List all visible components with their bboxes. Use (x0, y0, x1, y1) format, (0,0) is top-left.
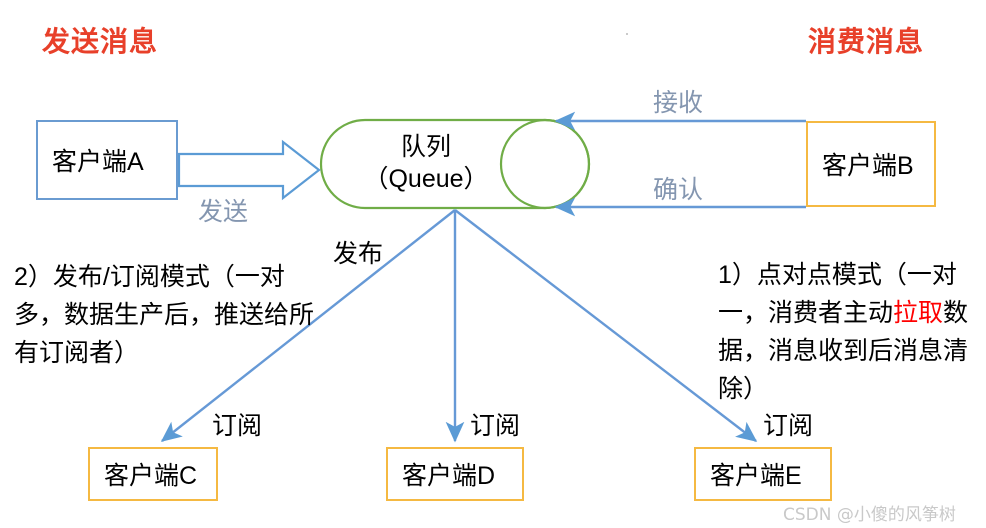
node-client-d-label: 客户端D (402, 462, 496, 490)
edge-label-subscribe-e: 订阅 (763, 412, 814, 440)
node-client-e[interactable]: 客户端E (694, 447, 832, 501)
queue-label: 队列 （Queue） (341, 131, 511, 195)
edge-label-subscribe-d: 订阅 (470, 412, 521, 440)
note-point-to-point-highlight: 拉取 (893, 299, 944, 327)
edge-label-publish: 发布 (333, 240, 384, 268)
note-point-to-point-prefix: 1）点对点模式（一对一，消费者主动 (718, 261, 957, 327)
queue-head-circle (499, 118, 591, 210)
node-client-b-label: 客户端B (822, 152, 914, 180)
node-client-e-label: 客户端E (710, 462, 802, 490)
queue-label-line1: 队列 (400, 133, 451, 161)
page-title-right: 消费消息 (808, 27, 925, 58)
queue-label-line2: （Queue） (363, 165, 489, 193)
note-point-to-point-suffix: 数据，消息收到后消息清除） (718, 299, 969, 403)
node-client-c-label: 客户端C (104, 462, 198, 490)
node-client-d[interactable]: 客户端D (386, 447, 524, 501)
node-client-c[interactable]: 客户端C (88, 447, 218, 501)
watermark: CSDN @小傻的风筝树 (783, 505, 956, 525)
note-pub-sub: 2）发布/订阅模式（一对多，数据生产后，推送给所有订阅者） (14, 263, 315, 367)
note-point-to-point: 1）点对点模式（一对一，消费者主动拉取数据，消息收到后消息清除） (718, 256, 980, 408)
node-client-a-label: 客户端A (52, 148, 144, 176)
node-client-a[interactable]: 客户端A (36, 120, 178, 200)
edge-label-confirm: 确认 (653, 177, 704, 204)
send-block-arrow (177, 139, 321, 201)
node-client-b[interactable]: 客户端B (806, 121, 936, 207)
edge-label-receive: 接收 (653, 90, 704, 117)
edge-label-send: 发送 (198, 199, 249, 226)
stray-dot (626, 33, 628, 35)
edge-label-subscribe-c: 订阅 (212, 412, 263, 440)
page-title-left: 发送消息 (42, 27, 159, 58)
